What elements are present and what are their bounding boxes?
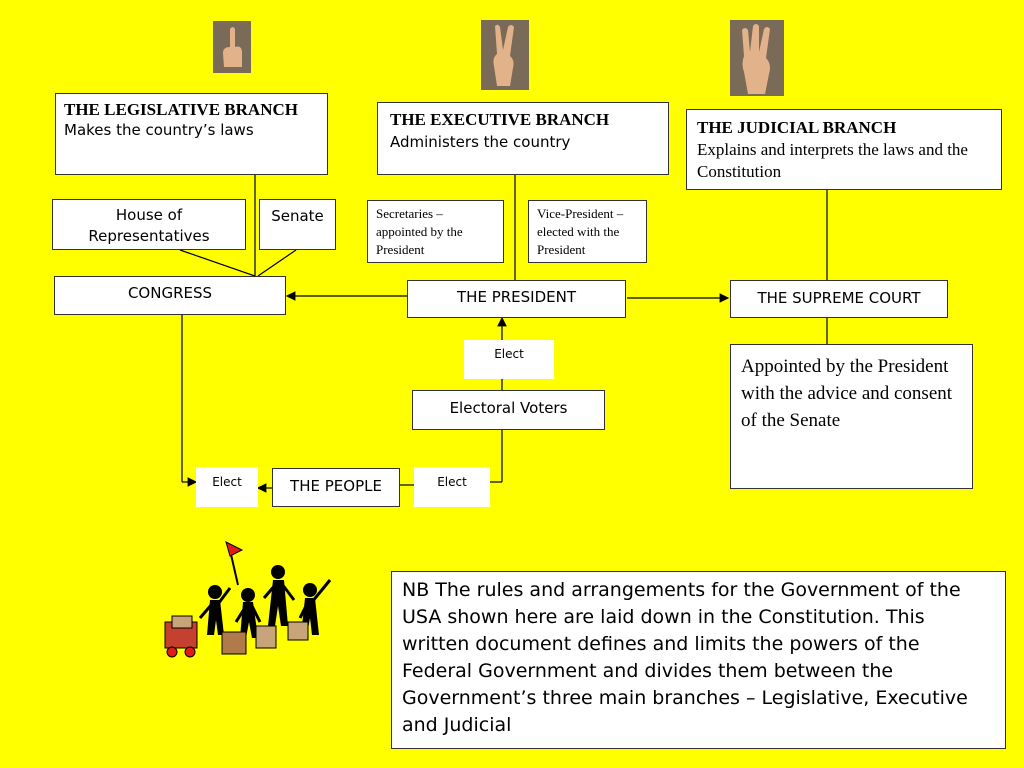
court-appointment-note: Appointed by the President with the advi… (730, 344, 973, 489)
elect-congress-label: Elect (196, 467, 258, 507)
protest-crowd-clipart (164, 541, 332, 658)
one-finger-hand-icon (213, 21, 251, 73)
electoral-voters-box: Electoral Voters (412, 390, 605, 430)
executive-title: THE EXECUTIVE BRANCH (390, 110, 610, 129)
secretaries-box: Secretaries – appointed by the President (367, 200, 504, 263)
the-people-box: THE PEOPLE (272, 468, 400, 507)
senate-box: Senate (259, 199, 336, 250)
executive-desc: Administers the country (390, 133, 571, 151)
constitution-note: NB The rules and arrangements for the Go… (391, 571, 1006, 749)
judicial-title: THE JUDICIAL BRANCH (697, 118, 897, 137)
congress-box: CONGRESS (54, 276, 286, 315)
judicial-desc: Explains and interprets the laws and the… (697, 140, 968, 181)
elect-president-label: Elect (464, 340, 554, 379)
legislative-desc: Makes the country’s laws (64, 121, 254, 139)
two-finger-hand-icon (481, 20, 529, 90)
vice-president-box: Vice-President – elected with the Presid… (528, 200, 647, 263)
judicial-branch-box: THE JUDICIAL BRANCH Explains and interpr… (686, 109, 1002, 190)
legislative-branch-box: THE LEGISLATIVE BRANCH Makes the country… (55, 93, 328, 175)
house-of-representatives-box: House of Representatives (52, 199, 246, 250)
executive-branch-box: THE EXECUTIVE BRANCH Administers the cou… (377, 102, 669, 175)
elect-electors-label: Elect (414, 467, 490, 507)
supreme-court-box: THE SUPREME COURT (730, 280, 948, 318)
president-box: THE PRESIDENT (407, 280, 626, 318)
legislative-title: THE LEGISLATIVE BRANCH (64, 100, 298, 119)
three-finger-hand-icon (730, 20, 784, 96)
